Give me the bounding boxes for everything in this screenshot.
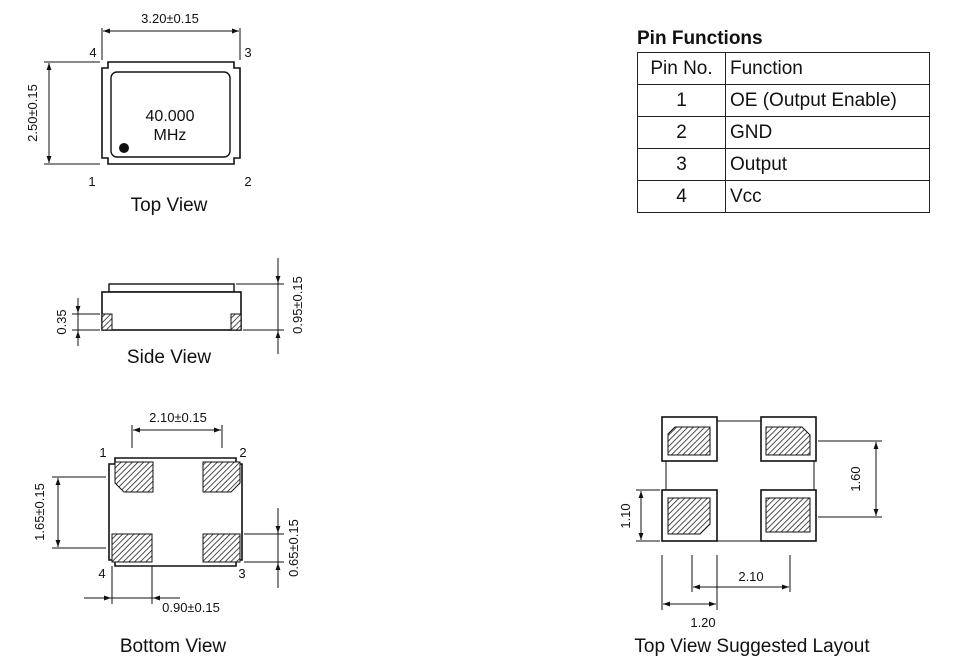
layout-dim-pitch-y-label: 1.60 xyxy=(848,466,863,491)
side-view-pad-right xyxy=(230,313,242,331)
bottom-pad-3 xyxy=(202,533,241,563)
table-header-row: Pin No. Function xyxy=(637,52,930,85)
table-row: 1 OE (Output Enable) xyxy=(637,84,930,117)
bottom-pin-2: 2 xyxy=(239,445,246,460)
header-function: Function xyxy=(725,52,930,85)
pin-table-title: Pin Functions xyxy=(637,28,763,49)
cell-pin: 4 xyxy=(637,180,726,213)
layout-pad-bottom-right xyxy=(765,497,811,533)
layout-pad-bottom-left xyxy=(667,497,711,535)
side-view: 0.35 0.95±0.15 Side View xyxy=(54,258,305,368)
top-view-body xyxy=(101,61,241,165)
layout-dim-pitch-x-label: 2.10 xyxy=(738,569,763,584)
bottom-view-title: Bottom View xyxy=(120,636,227,657)
layout-pad-top-left xyxy=(667,426,711,456)
bottom-dim-pitch-y-label: 1.65±0.15 xyxy=(32,483,47,541)
side-view-pad-left xyxy=(101,313,113,331)
marking-unit: MHz xyxy=(154,127,187,144)
bottom-pin-1: 1 xyxy=(99,445,106,460)
bottom-dim-pad-height-label: 0.65±0.15 xyxy=(286,519,301,577)
bottom-pin-3: 3 xyxy=(238,566,245,581)
cell-function: GND xyxy=(725,116,930,149)
bottom-pin-4: 4 xyxy=(98,566,105,581)
table-row: 2 GND xyxy=(637,116,930,149)
bottom-pad-1 xyxy=(114,461,154,493)
top-view-lid xyxy=(110,71,231,158)
top-view-title: Top View xyxy=(131,195,208,216)
dim-width-label: 3.20±0.15 xyxy=(141,11,199,26)
top-pin-4: 4 xyxy=(89,45,96,60)
cell-function: Output xyxy=(725,148,930,181)
side-view-title: Side View xyxy=(127,347,211,368)
bottom-view: 2.10±0.15 1.65±0.15 0.65±0.15 0.90±0.15 … xyxy=(32,410,301,657)
header-pin-no: Pin No. xyxy=(637,52,726,85)
table-row: 4 Vcc xyxy=(637,180,930,213)
top-pin-2: 2 xyxy=(244,174,251,189)
top-view: 40.000 MHz 3.20±0.15 2.50±0.15 4 3 1 2 T… xyxy=(25,11,252,216)
table-row: 3 Output xyxy=(637,148,930,181)
cell-function: Vcc xyxy=(725,180,930,213)
layout-view-title: Top View Suggested Layout xyxy=(634,636,870,657)
cell-pin: 2 xyxy=(637,116,726,149)
bottom-dim-pad-width-label: 0.90±0.15 xyxy=(162,600,220,615)
side-dim-total-label: 0.95±0.15 xyxy=(290,276,305,334)
cell-pin: 3 xyxy=(637,148,726,181)
side-view-body xyxy=(101,291,242,331)
bottom-dim-pitch-x-label: 2.10±0.15 xyxy=(149,410,207,425)
side-view-lid xyxy=(108,283,235,293)
bottom-pad-2 xyxy=(202,461,241,493)
layout-dim-pad-x-label: 1.20 xyxy=(690,615,715,630)
top-pin-1: 1 xyxy=(88,174,95,189)
marking-frequency: 40.000 xyxy=(146,108,195,125)
top-pin-3: 3 xyxy=(244,45,251,60)
layout-dim-pad-y-label: 1.10 xyxy=(618,503,633,528)
side-dim-pad-label: 0.35 xyxy=(54,309,69,334)
dim-height-label: 2.50±0.15 xyxy=(25,84,40,142)
cell-function: OE (Output Enable) xyxy=(725,84,930,117)
layout-view: 1.60 1.10 2.10 1.20 Top View Suggested L… xyxy=(618,416,882,657)
cell-pin: 1 xyxy=(637,84,726,117)
layout-pad-top-right xyxy=(765,426,811,456)
bottom-pad-4 xyxy=(111,533,153,563)
pin-functions-table: Pin No. Function 1 OE (Output Enable) 2 … xyxy=(637,52,930,213)
pin1-marker-dot xyxy=(119,143,129,153)
